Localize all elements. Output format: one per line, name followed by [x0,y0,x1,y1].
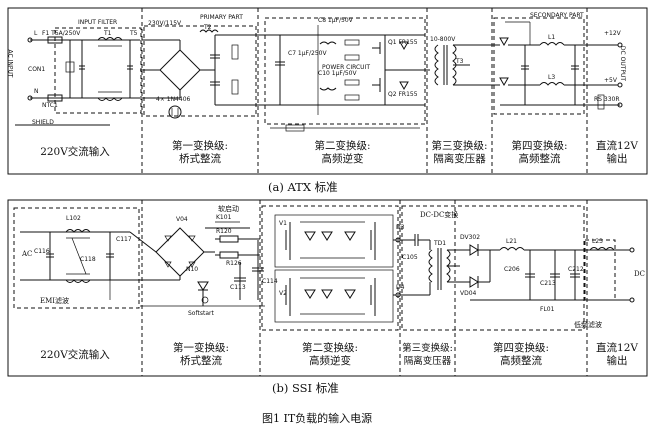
ssi-dcdc: DC-DC变换 [420,211,459,219]
ssi-c117: C117 [116,236,132,243]
ssi-stage-2: 第二变换级: 高频逆变 [301,342,359,367]
atx-stage-4: 第四变换级: 高频整流 [511,140,568,165]
atx-out5: +5V [604,77,617,84]
atx-block-power-circuit: POWER CIRCUIT [322,64,370,71]
atx-out12: +12V [604,30,621,37]
atx-stage-2: 第二变换级: 高频逆变 [314,140,371,165]
ssi-softstart: Softstart [188,310,214,317]
ssi-r126: R126 [226,260,242,267]
ssi-v04: V04 [176,216,188,223]
ssi-v2: V2 [279,290,287,297]
ssi-caption: (b) SSI 标准 [272,381,339,395]
atx-con1: CON1 [28,66,46,73]
atx-stage-3: 第三变换级: 隔离变压器 [431,140,488,165]
ssi-ac: AC [22,250,33,258]
atx-block-input-filter: INPUT FILTER [78,19,118,26]
atx-line: L [34,30,38,37]
ssi-d3: D3 [396,224,405,231]
ssi-c105: C105 [402,254,418,261]
ssi-c116: C116 [34,248,50,255]
atx-q1: Q1 FR155 [388,39,418,46]
ssi-dv302: DV302 [460,234,481,241]
ssi-dc: DC [634,270,645,278]
atx-stage-input: 220V交流输入 [40,146,110,158]
figure-caption: 图1 IT负载的输入电源 [262,412,373,425]
ssi-r120: R120 [216,228,232,235]
ssi-vd04: VD04 [460,290,477,297]
ssi-stage-1: 第一变换级: 桥式整流 [172,342,230,367]
atx-l1: L1 [548,34,556,41]
atx-t5: T5 [130,30,138,37]
atx-rs: RS 330R [594,96,620,103]
ssi-v1: V1 [279,220,287,227]
atx-c7: C7 1µF/250V [288,50,327,57]
atx-ac-input: AC INPUT [6,49,14,78]
ssi-k101: K101 [216,214,232,221]
ssi-l21: L21 [506,238,517,245]
ssi-lpf: 低频滤波 [574,321,602,329]
atx-schematic [7,7,648,175]
ssi-c114: C114 [262,278,278,285]
ssi-l23: L23 [592,238,603,245]
atx-dc-output: DC OUTPUT [619,45,627,82]
atx-block-primary: PRIMARY PART [200,14,243,21]
ssi-stage-input: 220V交流输入 [40,349,110,361]
ssi-c206: C206 [504,266,520,273]
ssi-c118: C118 [80,256,96,263]
ssi-c212: C212 [568,266,584,273]
ssi-fl01: FL01 [540,306,555,313]
atx-cr: 4× 1N4406 [156,96,191,103]
ssi-stage-3: 第三变换级: 隔离变压器 [402,343,453,367]
atx-q2: Q2 FR155 [388,91,418,98]
atx-sel: 230V/115V [148,20,182,27]
ssi-stage-4: 第四变换级: 高频整流 [492,342,550,367]
ssi-stage-output: 直流12V 输出 [596,342,638,367]
atx-block-secondary: SECONDARY PART [530,12,584,19]
ssi-d4: D4 [396,284,405,291]
atx-c10: C10 1µF/50V [318,70,357,77]
atx-t3: T3 [456,58,464,65]
ssi-soft: 软启动 [218,205,239,213]
atx-shield: SHIELD [32,119,54,126]
atx-c8: C8 1µF/50V [318,17,353,24]
atx-fuse: F1 T5A/250V [42,30,81,37]
atx-l3: L3 [548,74,556,81]
ssi-l102: L102 [66,215,81,222]
atx-vpp: 10-800V [430,36,456,43]
ssi-n10: N10 [186,266,199,273]
atx-caption: (a) ATX 标准 [268,180,338,194]
atx-t1: T1 [104,30,112,37]
atx-neutral: N [34,88,39,95]
atx-ntc: NTC1 [42,102,58,109]
ssi-c113: C113 [230,284,246,291]
ssi-schematic [7,199,648,377]
ssi-emi: EMI滤波 [40,297,70,305]
atx-stage-1: 第一变换级: 桥式整流 [171,140,229,165]
atx-t2: T2 [204,24,212,31]
atx-stage-output: 直流12V 输出 [596,140,638,165]
ssi-c213: C213 [540,280,556,287]
ssi-td1: TD1 [434,240,447,247]
